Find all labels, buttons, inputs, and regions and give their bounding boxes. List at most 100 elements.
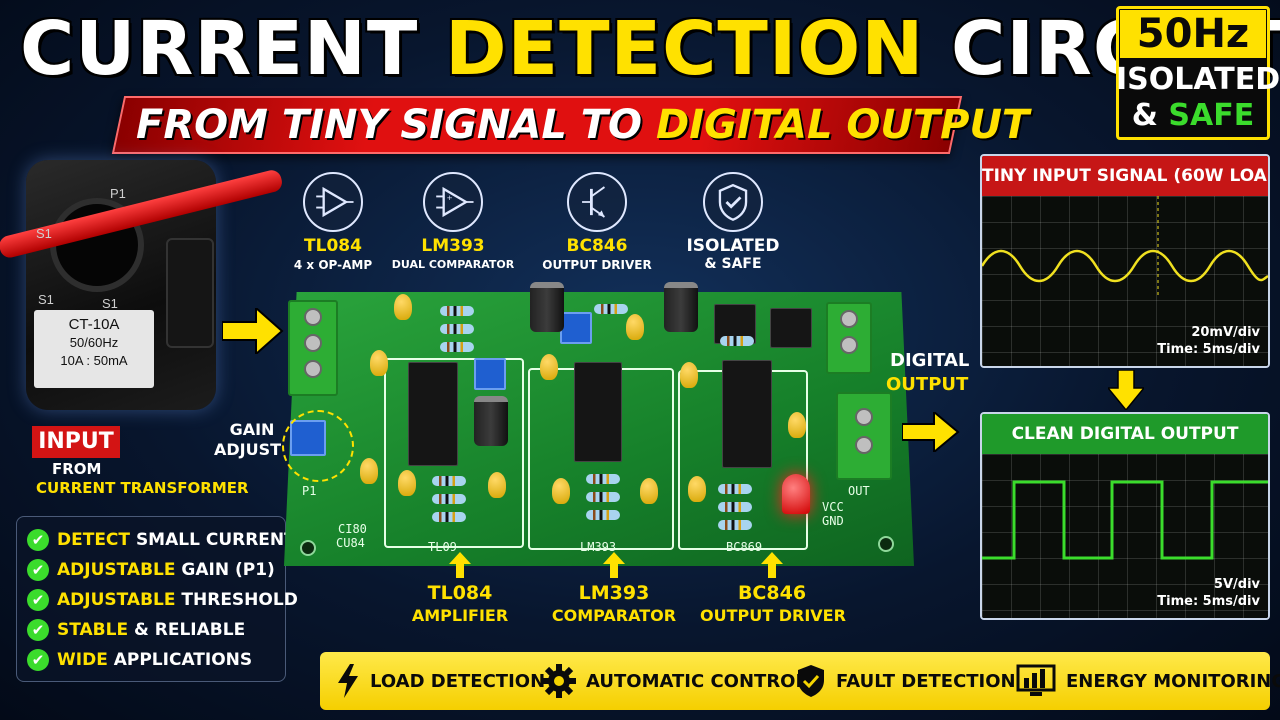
gain-label-line1: GAIN	[229, 420, 275, 439]
applications-bar	[320, 652, 1270, 710]
silk-vcc: VCC	[822, 500, 844, 514]
ic-tl084	[408, 362, 458, 466]
resistor	[594, 304, 628, 314]
scope-input-scale: 20mV/div	[1191, 325, 1260, 340]
list-item: ✔ ADJUSTABLE GAIN (P1)	[27, 555, 275, 585]
badge-safe: SAFE	[1168, 98, 1255, 133]
app-label: FAULT DETECTION	[836, 670, 1016, 692]
output-square-wave	[982, 480, 1268, 560]
feature-list: ✔ DETECT SMALL CURRENTS ✔ ADJUSTABLE GAI…	[16, 516, 308, 682]
list-item: ✔ DETECT SMALL CURRENTS	[27, 525, 308, 555]
resistor	[440, 342, 474, 352]
scope-output-screen: 5V/div Time: 5ms/div	[982, 454, 1268, 618]
energy-monitor-icon	[1016, 664, 1056, 696]
comparator-icon: +	[423, 172, 483, 232]
feature-highlight: DETECT	[57, 530, 131, 550]
capacitor	[398, 470, 416, 496]
check-icon: ✔	[27, 589, 49, 611]
app-fault-detection: FAULT DETECTION	[796, 664, 1016, 698]
bottom-label-lm393: LM393	[578, 582, 650, 604]
svg-text:+: +	[446, 193, 452, 202]
title-part2: DETECTION	[445, 6, 925, 92]
digital-output-line1: DIGITAL	[890, 350, 970, 371]
subtitle-part1: FROM TINY SIGNAL TO	[136, 102, 643, 148]
ic-bc846-driver	[722, 360, 772, 468]
feature-text: & RELIABLE	[134, 620, 246, 640]
component-isolated	[698, 172, 768, 236]
ct-label-ratio: 10A : 50mA	[60, 353, 128, 368]
icon-sub-lm393: DUAL COMPARATOR	[391, 258, 515, 271]
subtitle-part2: DIGITAL OUTPUT	[656, 102, 1030, 148]
electrolytic-capacitor	[530, 282, 564, 332]
capacitor	[370, 350, 388, 376]
check-icon: ✔	[27, 649, 49, 671]
scope-output-scale: 5V/div	[1213, 577, 1260, 592]
input-terminal	[288, 300, 338, 396]
ct-label-model: CT-10A	[68, 316, 120, 333]
shield-check-icon	[703, 172, 763, 232]
mount-hole	[878, 536, 894, 552]
ct-mark: S1	[38, 292, 54, 307]
capacitor	[688, 476, 706, 502]
capacitor	[626, 314, 644, 340]
resistor	[440, 324, 474, 334]
list-item: ✔ ADJUSTABLE THRESHOLD	[27, 585, 298, 615]
resistor	[718, 520, 752, 530]
silk-label: TL09	[428, 540, 457, 554]
input-source: CURRENT TRANSFORMER	[36, 479, 249, 497]
resistor	[440, 306, 474, 316]
lightning-icon	[338, 664, 358, 698]
badge-isolated: ISOLATED	[1116, 62, 1280, 97]
scope-input-readout: 20mV/div Time: 5ms/div	[1157, 324, 1260, 358]
arrow-up-icon	[449, 552, 471, 578]
resistor	[586, 510, 620, 520]
icon-label-tl084: TL084	[304, 236, 362, 256]
check-icon: ✔	[27, 529, 49, 551]
component-tl084	[298, 172, 368, 236]
app-label: AUTOMATIC CONTROL	[586, 670, 807, 692]
resistor	[432, 494, 466, 504]
capacitor	[552, 478, 570, 504]
bottom-sub-lm393: COMPARATOR	[551, 606, 677, 625]
scope-output-time: Time: 5ms/div	[1157, 594, 1260, 609]
resistor	[718, 484, 752, 494]
icon-sub-tl084: 4 x OP-AMP	[293, 258, 373, 272]
opamp-icon	[303, 172, 363, 232]
transistor-icon	[567, 172, 627, 232]
feature-text: THRESHOLD	[181, 590, 298, 610]
app-label: ENERGY MONITORING	[1066, 670, 1280, 692]
bottom-label-bc846: BC846	[737, 582, 807, 604]
shield-check-icon	[798, 665, 824, 697]
icon-label-bc846: BC846	[566, 236, 628, 256]
app-energy-monitoring: ENERGY MONITORING	[1016, 664, 1280, 698]
check-icon: ✔	[27, 619, 49, 641]
capacitor	[680, 362, 698, 388]
mount-hole	[300, 540, 316, 556]
pcb-section-amplifier	[384, 358, 524, 548]
feature-highlight: STABLE	[57, 620, 129, 640]
resistor	[432, 476, 466, 486]
scope-digital-output: CLEAN DIGITAL OUTPUT 5V/div Time: 5ms/di…	[980, 412, 1270, 620]
badge-safe-line: & SAFE	[1116, 98, 1270, 133]
potentiometer	[474, 358, 506, 390]
input-from: FROM	[52, 460, 102, 478]
badge-frequency: 50Hz	[1120, 10, 1266, 58]
resistor	[432, 512, 466, 522]
scope-input-title: TINY INPUT SIGNAL (60W LOAD)	[982, 156, 1268, 196]
ct-label-freq: 50/60Hz	[69, 335, 119, 350]
badge-amp: &	[1131, 98, 1158, 133]
arrow-up-icon	[603, 552, 625, 578]
capacitor	[788, 412, 806, 438]
silk-label: LM393	[580, 540, 617, 554]
feature-text: SMALL CURRENTS	[135, 530, 308, 550]
title-part1: CURRENT	[20, 6, 419, 92]
arrow-right-icon	[902, 412, 960, 452]
icon-label-isolated: ISOLATED	[686, 236, 780, 256]
component-bc846	[562, 172, 632, 236]
icon-label-lm393: LM393	[421, 236, 485, 256]
ct-mark: P1	[110, 186, 126, 201]
check-icon: ✔	[27, 559, 49, 581]
arrow-up-icon	[761, 552, 783, 578]
electrolytic-capacitor	[474, 396, 508, 446]
electrolytic-capacitor	[664, 282, 698, 332]
